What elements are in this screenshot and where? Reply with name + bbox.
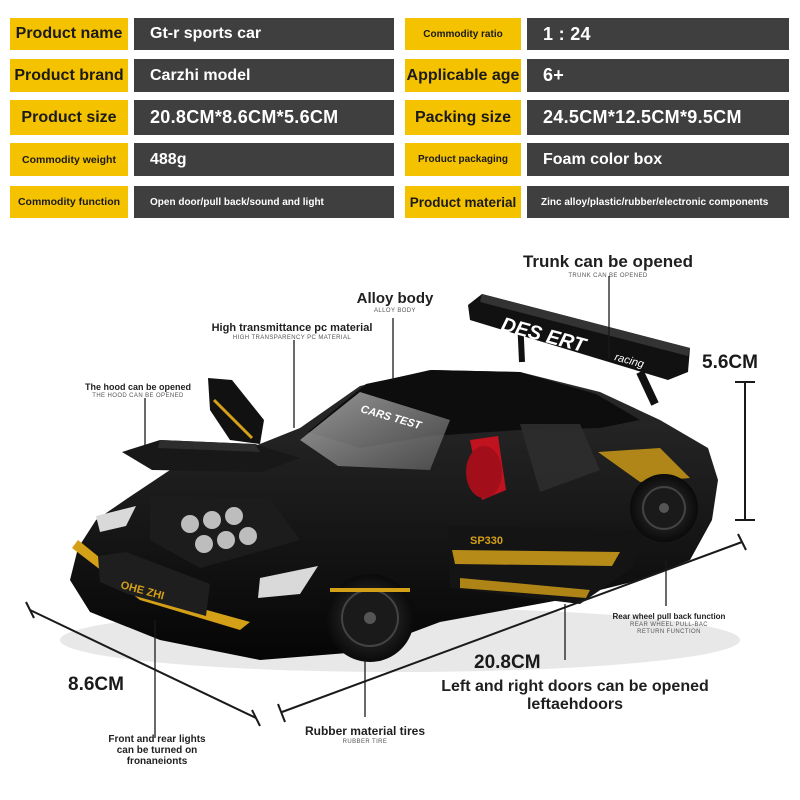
spec-value-product-brand: Carzhi model <box>134 59 394 92</box>
open-hood <box>122 440 300 472</box>
product-stage: SP330 OHE ZHI DES ERT racing CARS T <box>0 232 800 800</box>
callout-pc-title: High transmittance pc material <box>211 322 373 334</box>
spec-value-product-name: Gt-r sports car <box>134 18 394 50</box>
open-door-right: SP330 <box>448 526 648 604</box>
callout-alloy: Alloy body ALLOY BODY <box>340 290 450 314</box>
callout-lights-line3: fronaneionts <box>126 756 188 767</box>
spec-label-product-name: Product name <box>10 18 128 50</box>
windshield <box>300 392 450 470</box>
callout-trunk-title: Trunk can be opened <box>522 252 694 271</box>
spec-label-packing-size: Packing size <box>405 100 521 135</box>
callout-tires-sub: RUBBER TIRE <box>342 739 388 745</box>
spec-value-packing-size: 24.5CM*12.5CM*9.5CM <box>527 100 789 135</box>
callout-hood: The hood can be opened THE HOOD CAN BE O… <box>80 382 196 399</box>
dimension-width: 8.6CM <box>68 674 124 695</box>
callout-tires: Rubber material tires RUBBER TIRE <box>290 724 440 745</box>
headlight-right <box>258 566 318 598</box>
callout-rear-wheel-title: Rear wheel pull back function <box>612 612 726 621</box>
spec-value-applicable-age: 6+ <box>527 59 789 92</box>
callout-pc-sub: HIGH TRANSPARENCY PC MATERIAL <box>232 335 352 341</box>
body-stripe-front <box>72 540 250 630</box>
spec-label-product-material: Product material <box>405 186 521 218</box>
car-illustration: SP330 OHE ZHI DES ERT racing CARS T <box>25 276 755 738</box>
callout-lights-line1: Front and rear lights <box>108 734 206 745</box>
open-door-front <box>208 378 264 444</box>
callout-trunk-sub: TRUNK CAN BE OPENED <box>568 273 648 279</box>
callout-lights-line2: can be turned on <box>116 745 198 756</box>
callout-pc-material: High transmittance pc material HIGH TRAN… <box>196 322 388 341</box>
dimension-height: 5.6CM <box>702 352 758 373</box>
dimension-lines <box>25 381 755 727</box>
spec-table: Product name Gt-r sports car Product bra… <box>0 0 800 230</box>
side-window <box>520 424 600 492</box>
body-stripe-side <box>598 448 690 482</box>
spec-label-commodity-weight: Commodity weight <box>10 143 128 176</box>
spec-label-commodity-ratio: Commodity ratio <box>405 18 521 50</box>
dimension-length: 20.8CM <box>474 652 541 673</box>
spec-value-product-size: 20.8CM*8.6CM*5.6CM <box>134 100 394 135</box>
spec-value-product-packaging: Foam color box <box>527 143 789 176</box>
spec-value-commodity-ratio: 1 : 24 <box>527 18 789 50</box>
spec-label-product-size: Product size <box>10 100 128 135</box>
callout-rear-wheel: Rear wheel pull back function REAR WHEEL… <box>608 612 730 635</box>
leader-lines <box>144 276 667 738</box>
callout-trunk: Trunk can be opened TRUNK CAN BE OPENED <box>508 252 708 279</box>
callout-hood-title: The hood can be opened <box>84 382 191 392</box>
callout-rear-wheel-sub2: RETURN FUNCTION <box>637 629 701 635</box>
spec-value-commodity-weight: 488g <box>134 143 394 176</box>
rear-wheel <box>630 474 698 542</box>
callout-doors: Left and right doors can be opened lefta… <box>410 678 740 714</box>
headlight-left <box>96 506 136 532</box>
spec-value-product-material: Zinc alloy/plastic/rubber/electronic com… <box>527 186 789 218</box>
spec-label-product-packaging: Product packaging <box>405 143 521 176</box>
spec-value-commodity-function: Open door/pull back/sound and light <box>134 186 394 218</box>
callout-tires-title: Rubber material tires <box>304 724 426 738</box>
callout-alloy-title: Alloy body <box>356 290 434 307</box>
spec-label-applicable-age: Applicable age <box>405 59 521 92</box>
spec-label-commodity-function: Commodity function <box>10 186 128 218</box>
spec-label-product-brand: Product brand <box>10 59 128 92</box>
front-wheel <box>326 574 414 662</box>
callout-lights: Front and rear lights can be turned on f… <box>90 734 224 767</box>
callout-doors-line2: leftaehdoors <box>526 696 623 713</box>
rear-wing <box>468 294 690 406</box>
callout-doors-line1: Left and right doors can be opened <box>441 678 709 695</box>
callout-hood-sub: THE HOOD CAN BE OPENED <box>92 393 184 399</box>
callout-alloy-sub: ALLOY BODY <box>374 308 416 314</box>
svg-text:SP330: SP330 <box>470 535 503 547</box>
engine-bay <box>150 496 300 568</box>
callout-rear-wheel-sub1: REAR WHEEL PULL-BAC <box>629 622 709 628</box>
